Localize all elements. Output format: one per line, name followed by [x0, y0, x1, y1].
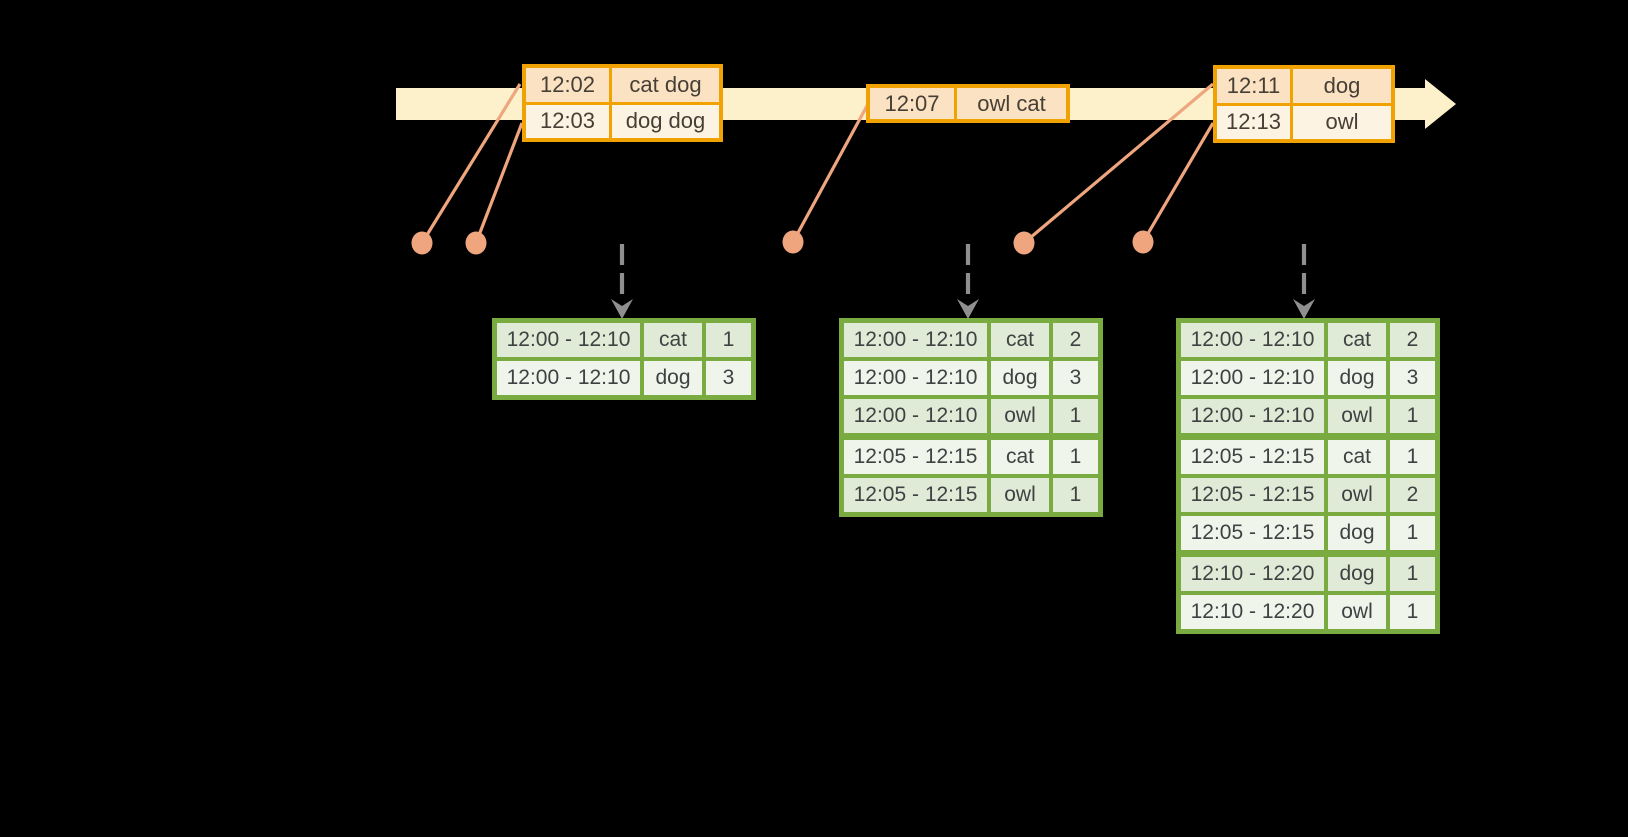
result-table-row: 12:10 - 12:20 owl 1 — [1181, 595, 1435, 629]
count-cell: 1 — [1390, 557, 1435, 591]
window-cell: 12:10 - 12:20 — [1181, 557, 1324, 591]
event-leader-line — [1141, 122, 1215, 243]
result-table-row: 12:00 - 12:10 cat 1 — [497, 323, 751, 357]
window-cell: 12:00 - 12:10 — [844, 399, 987, 433]
event-words-cell: owl — [1293, 105, 1391, 139]
result-table-row: 12:10 - 12:20 dog 1 — [1181, 557, 1435, 591]
count-cell: 2 — [1053, 323, 1098, 357]
window-cell: 12:00 - 12:10 — [497, 323, 640, 357]
count-cell: 1 — [1390, 399, 1435, 433]
window-cell: 12:05 - 12:15 — [844, 478, 987, 512]
result-table-row: 12:00 - 12:10 dog 3 — [1181, 361, 1435, 395]
word-cell: dog — [991, 361, 1049, 395]
result-table-row: 12:05 - 12:15 dog 1 — [1181, 516, 1435, 550]
event-box: 12:11 dog 12:13 owl — [1213, 65, 1395, 143]
result-table-row: 12:05 - 12:15 cat 1 — [844, 440, 1098, 474]
result-table-row: 12:00 - 12:10 cat 2 — [844, 323, 1098, 357]
window-cell: 12:00 - 12:10 — [1181, 323, 1324, 357]
result-table: 12:00 - 12:10 cat 1 12:00 - 12:10 dog 3 — [492, 318, 756, 400]
event-leader-line — [474, 122, 524, 244]
word-cell: cat — [1328, 323, 1386, 357]
count-cell: 3 — [1053, 361, 1098, 395]
count-cell: 2 — [1390, 323, 1435, 357]
event-words-cell: dog dog — [612, 104, 719, 138]
word-cell: dog — [1328, 557, 1386, 591]
word-cell: cat — [1328, 440, 1386, 474]
window-cell: 12:05 - 12:15 — [844, 440, 987, 474]
window-cell: 12:00 - 12:10 — [1181, 361, 1324, 395]
word-cell: dog — [1328, 361, 1386, 395]
event-leader-line — [791, 103, 870, 243]
count-cell: 2 — [1390, 478, 1435, 512]
word-cell: cat — [644, 323, 702, 357]
event-time-dot — [1013, 231, 1035, 255]
count-cell: 1 — [1390, 595, 1435, 629]
result-table-row: 12:00 - 12:10 owl 1 — [1181, 399, 1435, 433]
trigger-down-arrow — [957, 244, 979, 319]
event-words-cell: cat dog — [612, 68, 719, 102]
result-table-row: 12:00 - 12:10 dog 3 — [844, 361, 1098, 395]
event-time-cell: 12:02 — [526, 68, 609, 102]
trigger-down-arrow — [1293, 244, 1315, 319]
event-time-dot — [782, 230, 804, 254]
event-time-cell: 12:03 — [526, 104, 609, 138]
trigger-down-arrow — [611, 244, 633, 319]
count-cell: 1 — [1053, 478, 1098, 512]
event-time-cell: 12:13 — [1217, 105, 1290, 139]
window-cell: 12:05 - 12:15 — [1181, 478, 1324, 512]
word-cell: owl — [991, 399, 1049, 433]
count-cell: 1 — [1390, 516, 1435, 550]
word-cell: owl — [1328, 399, 1386, 433]
word-cell: dog — [644, 361, 702, 395]
event-time-cell: 12:07 — [870, 88, 954, 119]
event-words-cell: dog — [1293, 69, 1391, 103]
event-time-dot — [411, 231, 433, 255]
window-cell: 12:00 - 12:10 — [844, 361, 987, 395]
result-table-row: 12:05 - 12:15 cat 1 — [1181, 440, 1435, 474]
count-cell: 1 — [1390, 440, 1435, 474]
count-cell: 1 — [706, 323, 751, 357]
event-box: 12:02 cat dog 12:03 dog dog — [522, 64, 723, 142]
count-cell: 1 — [1053, 399, 1098, 433]
event-leader-line — [420, 83, 522, 244]
result-table-row: 12:00 - 12:10 cat 2 — [1181, 323, 1435, 357]
result-table-row: 12:05 - 12:15 owl 1 — [844, 478, 1098, 512]
window-cell: 12:10 - 12:20 — [1181, 595, 1324, 629]
result-table-row: 12:00 - 12:10 owl 1 — [844, 399, 1098, 433]
word-cell: owl — [1328, 478, 1386, 512]
window-cell: 12:00 - 12:10 — [497, 361, 640, 395]
count-cell: 3 — [706, 361, 751, 395]
window-cell: 12:05 - 12:15 — [1181, 440, 1324, 474]
result-table: 12:00 - 12:10 cat 2 12:00 - 12:10 dog 3 … — [839, 318, 1103, 517]
result-table: 12:00 - 12:10 cat 2 12:00 - 12:10 dog 3 … — [1176, 318, 1440, 634]
window-cell: 12:00 - 12:10 — [1181, 399, 1324, 433]
result-table-row: 12:00 - 12:10 dog 3 — [497, 361, 751, 395]
word-cell: owl — [991, 478, 1049, 512]
count-cell: 3 — [1390, 361, 1435, 395]
event-time-dot — [465, 231, 487, 255]
count-cell: 1 — [1053, 440, 1098, 474]
event-words-cell: owl cat — [957, 88, 1066, 119]
event-time-dot — [1132, 230, 1154, 254]
word-cell: cat — [991, 323, 1049, 357]
word-cell: owl — [1328, 595, 1386, 629]
event-box: 12:07 owl cat — [866, 84, 1070, 123]
window-cell: 12:05 - 12:15 — [1181, 516, 1324, 550]
word-cell: cat — [991, 440, 1049, 474]
word-cell: dog — [1328, 516, 1386, 550]
event-leader-line — [1022, 82, 1215, 245]
result-table-row: 12:05 - 12:15 owl 2 — [1181, 478, 1435, 512]
event-time-cell: 12:11 — [1217, 69, 1290, 103]
window-cell: 12:00 - 12:10 — [844, 323, 987, 357]
